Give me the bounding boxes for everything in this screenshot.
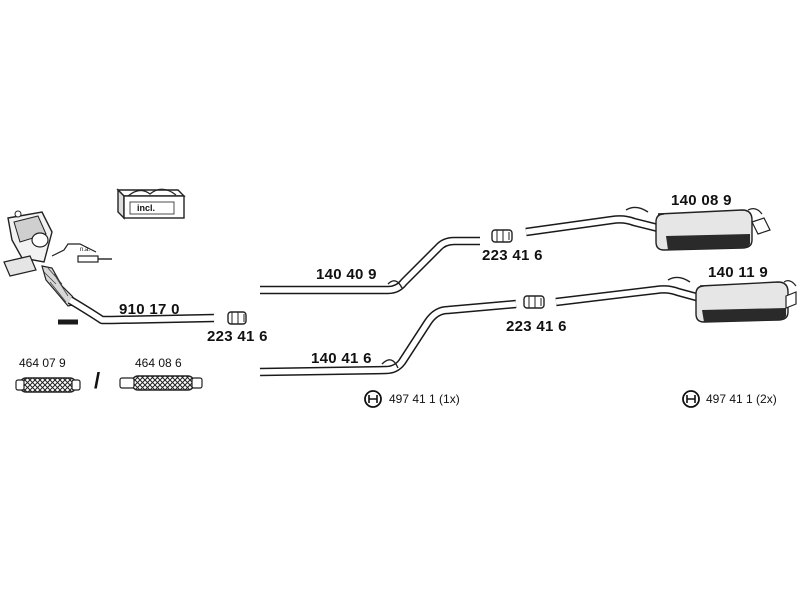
part-number-middle-pipe-lower: 140 41 6 <box>311 350 372 367</box>
clamp-icon <box>491 229 513 243</box>
part-number-clamp-upper: 223 41 6 <box>482 247 543 264</box>
part-number-clamp-front: 223 41 6 <box>207 328 268 345</box>
flex-pipe-icon <box>119 375 203 391</box>
part-number-flex-b: 464 08 6 <box>135 356 182 370</box>
mount-label-2: 497 41 1 (2x) <box>706 392 777 406</box>
part-number-rear-muffler-lower: 140 11 9 <box>708 264 768 281</box>
catalytic-converter-icon <box>3 210 80 307</box>
mount-label-1: 497 41 1 (1x) <box>389 392 460 406</box>
clamp-icon <box>227 311 247 325</box>
separator: / <box>94 368 101 393</box>
part-number-clamp-lower: 223 41 6 <box>506 318 567 335</box>
sensor-icon <box>51 243 112 263</box>
part-number-rear-muffler-upper: 140 08 9 <box>671 192 732 209</box>
rear-muffler-lower <box>555 276 797 323</box>
rear-muffler-upper <box>525 206 771 251</box>
included-label: incl. <box>137 203 156 213</box>
included-box-icon <box>116 188 186 220</box>
hanger-icon <box>364 390 382 408</box>
part-number-flex-a: 464 07 9 <box>19 356 66 370</box>
clamp-icon <box>523 295 545 309</box>
middle-pipe-upper <box>260 236 480 295</box>
part-number-middle-pipe-upper: 140 40 9 <box>316 266 377 283</box>
muffler-icon <box>655 208 771 251</box>
middle-pipe-lower <box>259 299 517 377</box>
front-pipe <box>58 296 215 325</box>
flex-pipe-icon <box>15 377 81 393</box>
part-number-front-pipe: 910 17 0 <box>119 301 180 318</box>
hanger-icon <box>682 390 700 408</box>
sensor-label: n.a. <box>80 247 91 253</box>
muffler-icon <box>695 280 797 323</box>
